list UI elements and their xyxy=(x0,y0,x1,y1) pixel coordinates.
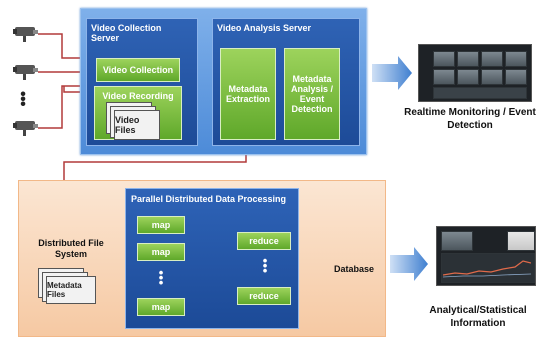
flow-chevron-top xyxy=(372,56,412,90)
video-collection-server-title: Video Collection Server xyxy=(91,23,162,43)
map-box-1: map xyxy=(137,216,185,234)
realtime-monitor-screenshot xyxy=(418,44,532,102)
video-collection-box: Video Collection xyxy=(96,58,180,82)
analytics-trend-line xyxy=(443,260,531,278)
cctv-camera-icon xyxy=(13,27,38,42)
parallel-processing-title: Parallel Distributed Data Processing xyxy=(131,194,287,204)
camera-1 xyxy=(12,24,40,49)
distributed-fs-title: Distributed File System xyxy=(38,238,104,259)
reduce-box-1: reduce xyxy=(237,232,291,250)
map-ellipsis: • • • xyxy=(158,265,164,290)
reduce-box-2: reduce xyxy=(237,287,291,305)
camera-ellipsis: • • • xyxy=(20,86,26,113)
video-analysis-server-title: Video Analysis Server xyxy=(217,23,312,33)
analytics-dashboard-screenshot xyxy=(436,226,536,286)
realtime-caption: Realtime Monitoring / Event Detection xyxy=(404,107,536,131)
map-box-2: map xyxy=(137,243,185,261)
metadata-extraction-box: Metadata Extraction xyxy=(220,48,276,140)
map-box-3: map xyxy=(137,298,185,316)
video-files-label: Video Files xyxy=(114,110,160,140)
cctv-camera-icon xyxy=(13,121,38,136)
camera-3 xyxy=(12,118,40,143)
video-recording-label: Video Recording xyxy=(102,91,174,101)
reduce-ellipsis: • • • xyxy=(262,253,268,278)
metadata-files-label: Metadata Files xyxy=(46,276,96,304)
cctv-camera-icon xyxy=(13,65,38,80)
camera-2 xyxy=(12,62,40,87)
metadata-analysis-box: Metadata Analysis / Event Detection xyxy=(284,48,340,140)
database-label: Database xyxy=(333,264,375,274)
analytics-caption: Analytical/Statistical Information xyxy=(429,305,527,329)
flow-chevron-bottom xyxy=(390,247,428,281)
